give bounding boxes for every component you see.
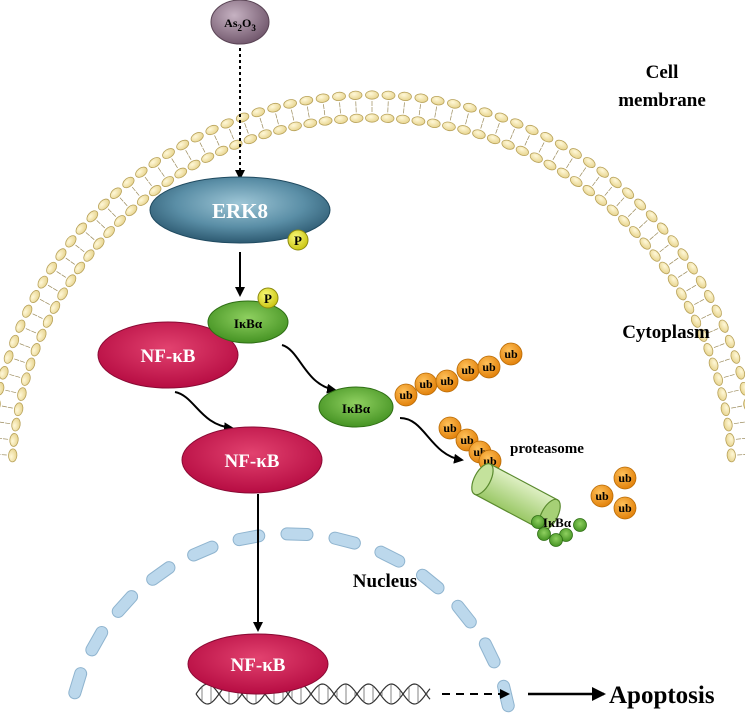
ikba-free-node: IκBα bbox=[318, 386, 394, 428]
svg-text:ub: ub bbox=[482, 360, 496, 374]
nucleus-label: Nucleus bbox=[353, 571, 417, 592]
cell-membrane-label-2: membrane bbox=[618, 90, 706, 111]
nfkb-free-label: NF-κB bbox=[225, 451, 280, 472]
to-proteasome-arrow bbox=[399, 417, 464, 464]
erk8-phospho-icon: P bbox=[287, 229, 309, 251]
as2o3-node: As2O3 bbox=[210, 0, 270, 45]
svg-text:ub: ub bbox=[443, 421, 457, 435]
ikba-free-label: IκBα bbox=[342, 401, 371, 416]
nfkb-complex-node: NF-κB bbox=[97, 321, 239, 389]
svg-text:ub: ub bbox=[618, 471, 632, 485]
ikba-complex-label: IκBα bbox=[234, 316, 263, 331]
nuclear-envelope-icon bbox=[68, 527, 515, 713]
svg-text:As2O3: As2O3 bbox=[224, 16, 256, 33]
degraded-ikba-label: IκBα bbox=[543, 515, 572, 530]
svg-text:ub: ub bbox=[440, 374, 454, 388]
svg-text:ub: ub bbox=[504, 347, 518, 361]
apoptosis-label: Apoptosis bbox=[609, 682, 715, 709]
membrane-bilayer-icon bbox=[0, 90, 745, 463]
svg-text:ub: ub bbox=[595, 489, 609, 503]
nfkb-complex-label: NF-κB bbox=[141, 346, 196, 367]
nfkb-release-arrow bbox=[174, 391, 234, 433]
degraded-ikba-fragments bbox=[531, 515, 587, 547]
svg-text:ub: ub bbox=[399, 388, 413, 402]
nfkb-free-node: NF-κB bbox=[181, 426, 323, 494]
svg-text:P: P bbox=[294, 233, 302, 248]
ikba-phospho-icon: P bbox=[257, 287, 279, 309]
proteasome-label: proteasome bbox=[510, 441, 584, 457]
erk8-node: ERK8 bbox=[149, 176, 331, 244]
nfkb-nuclear-label: NF-κB bbox=[231, 655, 286, 676]
ikba-complex-node: IκBα bbox=[207, 300, 289, 344]
cell-membrane-label: Cell bbox=[646, 62, 679, 83]
nfkb-nuclear-node: NF-κB bbox=[187, 633, 329, 695]
ikba-release-arrow bbox=[281, 344, 337, 394]
as2o3-label: As bbox=[224, 16, 238, 30]
erk8-label: ERK8 bbox=[212, 199, 268, 223]
svg-text:ub: ub bbox=[461, 363, 475, 377]
svg-text:ub: ub bbox=[460, 433, 474, 447]
cytoplasm-label: Cytoplasm bbox=[622, 322, 710, 343]
svg-text:P: P bbox=[264, 291, 272, 306]
svg-text:ub: ub bbox=[419, 377, 433, 391]
svg-text:ub: ub bbox=[618, 501, 632, 515]
